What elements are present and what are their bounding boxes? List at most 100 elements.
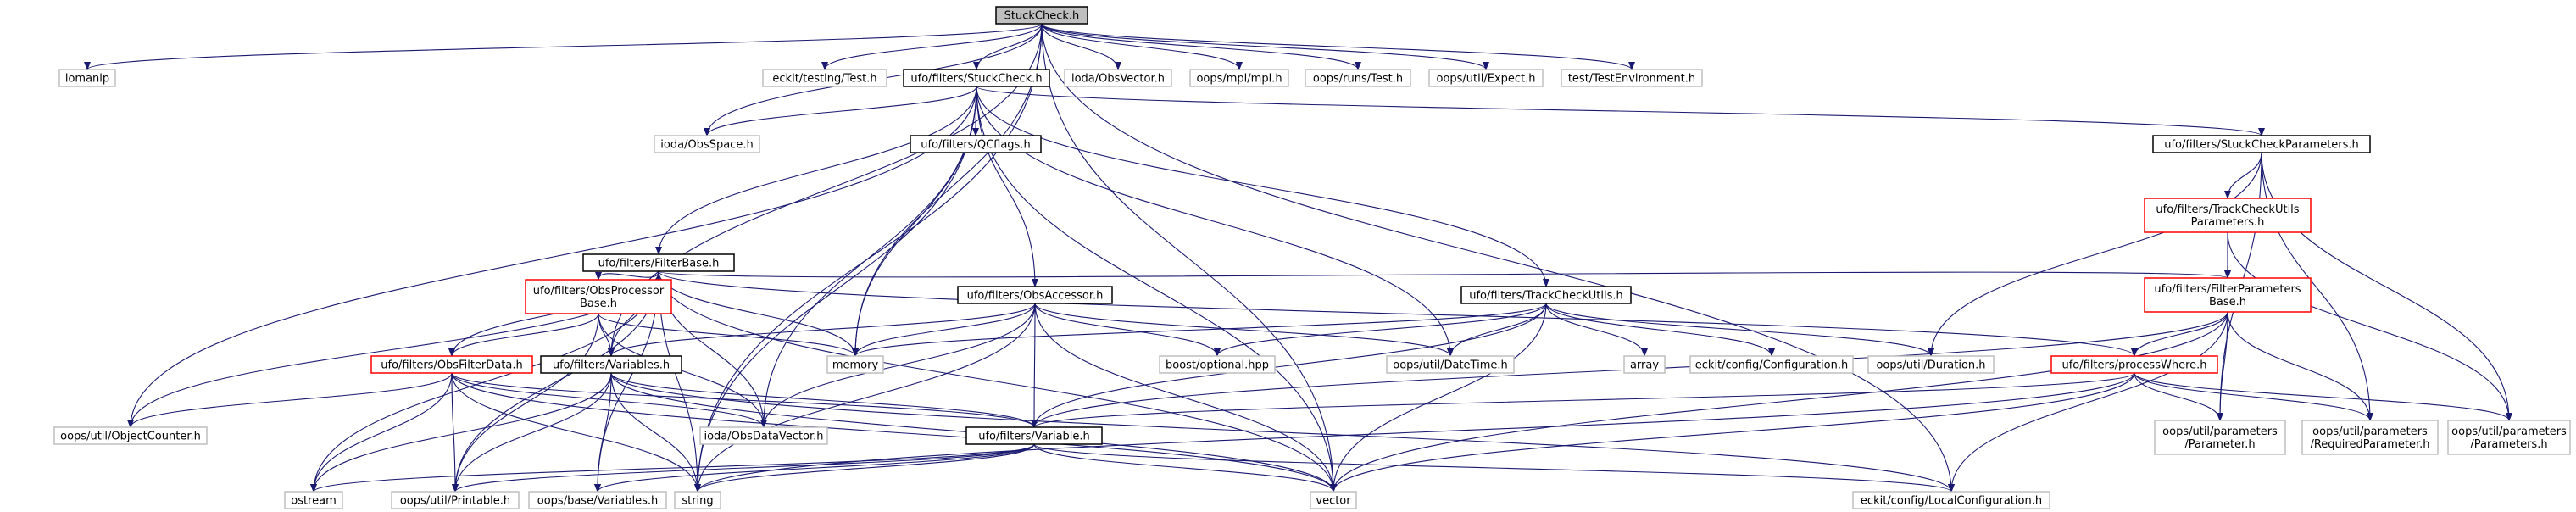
node-box bbox=[1386, 355, 1515, 374]
node-box bbox=[1159, 355, 1276, 374]
include-edge bbox=[595, 270, 659, 281]
node-label: oops/runs/Test.h bbox=[1313, 73, 1403, 86]
node-ufo-filters-filterbase-h[interactable]: ufo/filters/FilterBase.h bbox=[582, 253, 735, 272]
node-ufo-filters-variables-h[interactable]: ufo/filters/Variables.h bbox=[540, 355, 682, 374]
node-ufo-filters-processwhere-h[interactable]: ufo/filters/processWhere.h bbox=[2050, 355, 2218, 374]
node-ufo-filters-trackcheckutils-h[interactable]: ufo/filters/TrackCheckUtils.h bbox=[1460, 286, 1632, 304]
node-box bbox=[1867, 355, 1995, 374]
node-box bbox=[910, 135, 1042, 153]
node-box bbox=[1064, 69, 1172, 87]
include-edge bbox=[610, 372, 1038, 428]
node-ioda-obsvector-h: ioda/ObsVector.h bbox=[1064, 69, 1172, 87]
node-box bbox=[53, 426, 208, 445]
node-ufo-filters-stuckcheck-h[interactable]: ufo/filters/StuckCheck.h bbox=[903, 69, 1050, 87]
node-ufo-filters-stuckcheckparameters-h[interactable]: ufo/filters/StuckCheckParameters.h bbox=[2152, 135, 2371, 153]
node-iomanip: iomanip bbox=[58, 69, 116, 87]
include-edge bbox=[852, 303, 1547, 357]
node-label: iomanip bbox=[65, 73, 109, 86]
node-label: boost/optional.hpp bbox=[1166, 359, 1269, 372]
node-box bbox=[654, 135, 760, 153]
include-edge bbox=[1330, 303, 1547, 493]
include-edge bbox=[2227, 311, 2373, 421]
node-oops-util-parameters-parameter-h: oops/util/parameters/Parameter.h bbox=[2154, 420, 2286, 455]
node-oops-util-parameters-parameters-h: oops/util/parameters/Parameters.h bbox=[2447, 420, 2571, 455]
node-label: oops/util/Duration.h bbox=[1876, 359, 1985, 372]
node-box bbox=[2447, 420, 2571, 455]
include-edge bbox=[1214, 303, 1547, 357]
node-label: ufo/filters/FilterParameters bbox=[2154, 283, 2301, 296]
node-eckit-config-configuration-h: eckit/config/Configuration.h bbox=[1689, 355, 1854, 374]
node-label: ufo/filters/TrackCheckUtils.h bbox=[1469, 290, 1623, 303]
node-label: ufo/filters/Variable.h bbox=[978, 431, 1090, 443]
include-edge bbox=[1545, 303, 1775, 357]
node-box bbox=[1623, 355, 1666, 374]
node-ufo-filters-obsaccessor-h[interactable]: ufo/filters/ObsAccessor.h bbox=[957, 286, 1113, 304]
include-edge bbox=[610, 372, 1955, 493]
node-label: ufo/filters/QCflags.h bbox=[921, 139, 1030, 152]
node-box bbox=[1460, 286, 1632, 304]
node-label: /Parameter.h bbox=[2184, 438, 2255, 451]
node-ufo-filters-variable-h[interactable]: ufo/filters/Variable.h bbox=[965, 426, 1103, 445]
node-box bbox=[391, 491, 520, 509]
include-edge bbox=[451, 372, 1337, 493]
include-edge bbox=[976, 86, 1454, 357]
include-edge bbox=[1041, 23, 1489, 70]
include-edge bbox=[1447, 303, 1547, 357]
node-test-testenvironment-h: test/TestEnvironment.h bbox=[1561, 69, 1703, 87]
node-box bbox=[58, 69, 116, 87]
node-label: Base.h bbox=[2209, 296, 2246, 309]
include-edge bbox=[1041, 23, 1955, 493]
node-box bbox=[2154, 420, 2286, 455]
node-box bbox=[1561, 69, 1703, 87]
node-oops-util-datetime-h: oops/util/DateTime.h bbox=[1386, 355, 1515, 374]
node-label: oops/util/ObjectCounter.h bbox=[60, 431, 201, 443]
node-label: Base.h bbox=[580, 298, 617, 310]
node-box bbox=[540, 355, 682, 374]
include-edge bbox=[1330, 311, 2228, 493]
include-edge bbox=[1033, 443, 1337, 493]
node-box bbox=[903, 69, 1050, 87]
node-box bbox=[674, 491, 721, 509]
node-eckit-testing-test-h: eckit/testing/Test.h bbox=[762, 69, 887, 87]
include-edge bbox=[694, 372, 2135, 493]
include-edge bbox=[1031, 303, 1547, 428]
include-edge bbox=[1041, 23, 1337, 493]
edges-layer bbox=[84, 23, 2512, 493]
node-string: string bbox=[674, 491, 721, 509]
node-label: ioda/ObsVector.h bbox=[1071, 73, 1165, 86]
include-edge bbox=[694, 86, 977, 493]
node-ioda-obsspace-h: ioda/ObsSpace.h bbox=[654, 135, 760, 153]
node-label: /RequiredParameter.h bbox=[2310, 438, 2429, 451]
node-box bbox=[2301, 420, 2439, 455]
node-label: ufo/filters/FilterBase.h bbox=[598, 258, 720, 270]
include-edge bbox=[655, 86, 977, 255]
node-boost-optional-hpp: boost/optional.hpp bbox=[1159, 355, 1276, 374]
node-label: ufo/filters/StuckCheckParameters.h bbox=[2164, 139, 2359, 152]
node-label: oops/util/parameters bbox=[2162, 426, 2278, 438]
node-label: oops/util/Expect.h bbox=[1436, 73, 1535, 86]
node-box bbox=[995, 6, 1088, 25]
include-edge bbox=[451, 372, 1038, 428]
include-edge bbox=[451, 372, 459, 493]
node-label: oops/util/parameters bbox=[2451, 426, 2567, 438]
node-box bbox=[2144, 277, 2312, 313]
node-array: array bbox=[1623, 355, 1666, 374]
node-ufo-filters-qcflags-h[interactable]: ufo/filters/QCflags.h bbox=[910, 135, 1042, 153]
include-edge bbox=[2227, 231, 2512, 421]
include-edge bbox=[1928, 152, 2262, 357]
node-label: ufo/filters/TrackCheckUtils bbox=[2156, 203, 2299, 216]
include-edge bbox=[976, 86, 1549, 287]
node-label: ufo/filters/Variables.h bbox=[553, 359, 670, 372]
include-edge bbox=[2134, 372, 2373, 421]
include-edge bbox=[451, 372, 701, 493]
include-edge bbox=[598, 313, 859, 357]
node-ufo-filters-obsfilterdata-h[interactable]: ufo/filters/ObsFilterData.h bbox=[370, 355, 533, 374]
include-edge bbox=[310, 372, 453, 493]
include-edge bbox=[448, 313, 599, 357]
include-edge bbox=[976, 86, 1038, 287]
include-edge bbox=[658, 270, 767, 428]
